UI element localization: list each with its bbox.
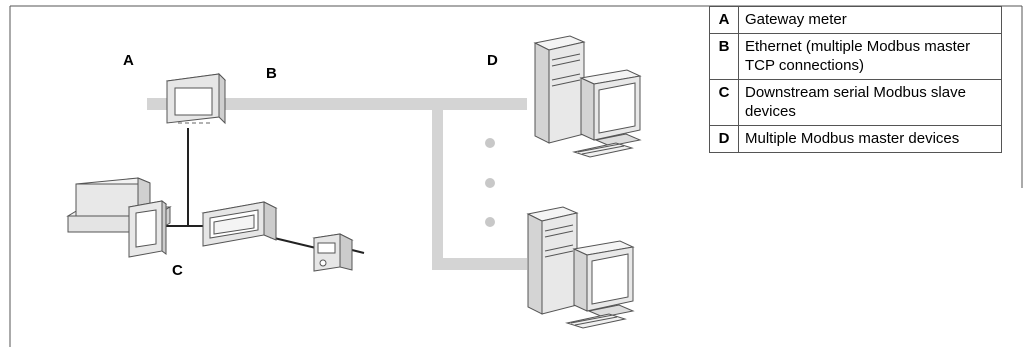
- serial-cable: [165, 128, 365, 254]
- slave-device-relay-icon: [312, 233, 354, 272]
- ellipsis-dots: [485, 138, 495, 227]
- master-device-top-icon: [533, 35, 642, 158]
- master-device-bottom-icon: [526, 206, 635, 329]
- callout-b: B: [266, 65, 277, 82]
- legend-row: D Multiple Modbus master devices: [709, 125, 1002, 153]
- legend-row: A Gateway meter: [709, 6, 1002, 34]
- legend-key: A: [709, 6, 739, 34]
- callout-d: D: [487, 52, 498, 69]
- callout-c: C: [172, 262, 183, 279]
- callout-a: A: [123, 52, 134, 69]
- legend-key: C: [709, 79, 739, 126]
- legend-description: Ethernet (multiple Modbus master TCP con…: [738, 33, 1002, 80]
- slave-device-display-icon: [127, 200, 168, 258]
- legend-description: Gateway meter: [738, 6, 1002, 34]
- slave-device-meter-icon: [201, 201, 278, 247]
- legend-row: B Ethernet (multiple Modbus master TCP c…: [709, 33, 1002, 80]
- gateway-meter-icon: [165, 72, 227, 125]
- legend-key: B: [709, 33, 739, 80]
- legend-row: C Downstream serial Modbus slave devices: [709, 79, 1002, 126]
- legend-key: D: [709, 125, 739, 153]
- legend-description: Downstream serial Modbus slave devices: [738, 79, 1002, 126]
- ethernet-bus: [147, 98, 527, 270]
- legend-description: Multiple Modbus master devices: [738, 125, 1002, 153]
- legend-table: A Gateway meter B Ethernet (multiple Mod…: [709, 6, 1002, 153]
